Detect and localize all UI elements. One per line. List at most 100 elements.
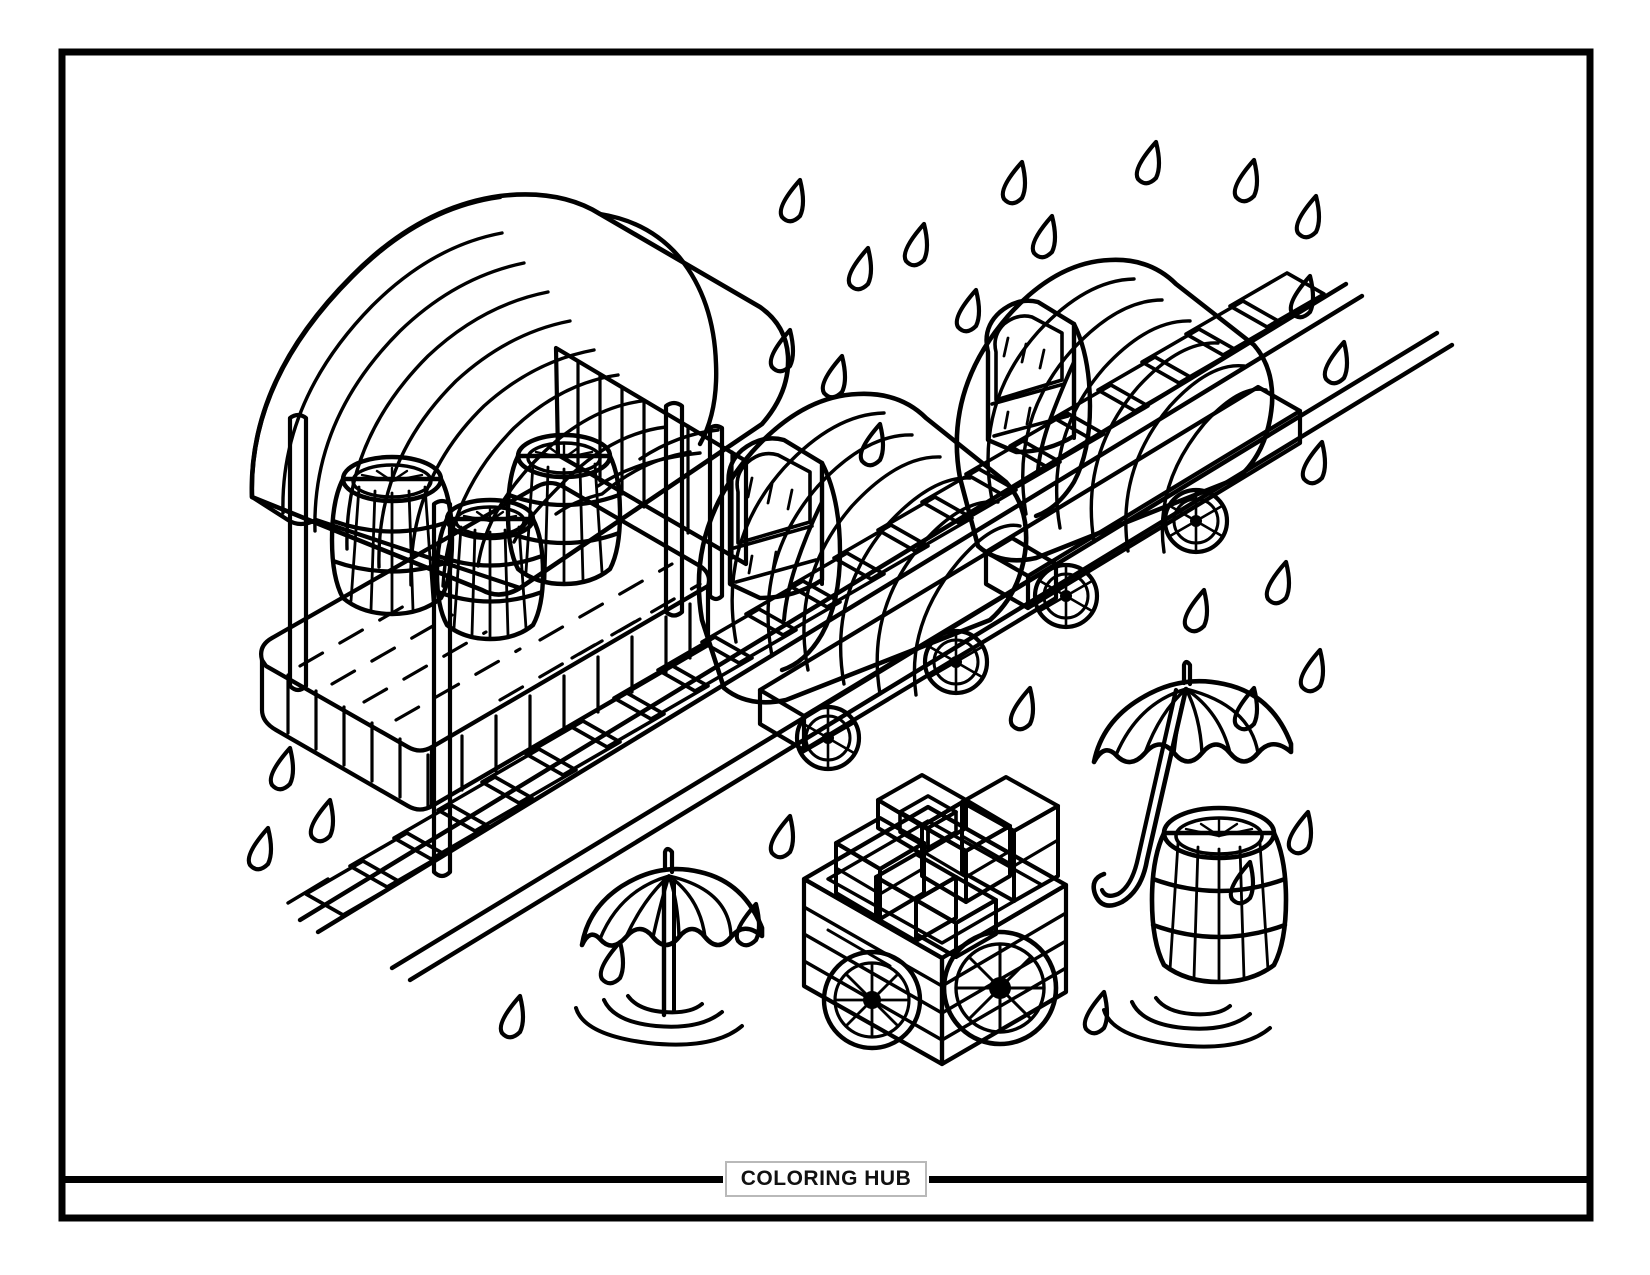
cart-wheel-front	[941, 929, 1059, 1047]
ground-barrel	[1149, 805, 1289, 985]
puddle-right	[1102, 996, 1272, 1049]
post-back-left	[663, 400, 685, 618]
barrel-hoop-upper	[330, 518, 454, 534]
platform-barrel-1	[329, 454, 455, 617]
raindrop	[1082, 989, 1110, 1036]
barrel-hoop-lower	[506, 530, 622, 546]
shelter-posts	[287, 400, 725, 879]
raindrop	[1030, 213, 1058, 260]
raindrop	[1286, 809, 1314, 856]
roof-end-arch	[597, 211, 719, 447]
barrel-inner-spokes	[534, 443, 594, 460]
raindrops	[246, 139, 1350, 1040]
umbrella-finial	[662, 846, 675, 875]
raindrop	[1000, 159, 1028, 206]
shelter-roof	[249, 192, 791, 597]
cart-right-face	[939, 882, 1069, 1067]
umbrella-finial	[1181, 659, 1193, 687]
barrel-hoop-upper	[506, 492, 622, 508]
raindrop	[1322, 339, 1350, 386]
barrel-staves	[1168, 841, 1270, 983]
raindrop	[1264, 559, 1292, 606]
window-divider	[990, 382, 1066, 406]
rear-canvas-shell	[954, 257, 1275, 563]
raindrop	[846, 245, 874, 292]
raindrop	[902, 221, 930, 268]
raindrop	[1232, 157, 1260, 204]
front-car-wheels	[794, 628, 990, 772]
window-tick-marks	[746, 476, 794, 575]
roof-soffit	[249, 494, 523, 591]
raindrop	[1182, 587, 1210, 634]
barrel-inner-spokes	[1184, 817, 1254, 838]
cargo-cart	[801, 773, 1069, 1067]
rear-car-face	[984, 298, 1093, 519]
window-upper	[993, 314, 1064, 402]
raindrop	[1288, 273, 1316, 320]
cart-wheel-rear	[821, 949, 923, 1051]
window-tick-marks	[1002, 336, 1046, 430]
wheel	[1032, 562, 1100, 630]
raindrop	[598, 939, 626, 986]
barrel-staves	[452, 525, 528, 640]
window-divider	[732, 524, 814, 550]
raindrop	[1228, 859, 1256, 906]
window-lower-line	[992, 414, 1070, 438]
platform-brick-lines	[286, 602, 692, 808]
umbrella-shaft-second	[1099, 687, 1179, 898]
roof-leading-edge	[249, 194, 503, 500]
wheel	[1162, 487, 1230, 555]
platform-barrels	[329, 432, 623, 642]
face-outline	[984, 298, 1077, 455]
post-front-left	[287, 412, 309, 693]
raindrop	[1232, 685, 1260, 732]
front-car-chassis	[757, 535, 1059, 753]
raindrop	[1134, 139, 1162, 186]
raindrop	[498, 993, 526, 1040]
barrel-hoop-upper	[1150, 876, 1288, 894]
cart-plank-dash	[826, 928, 892, 968]
front-canvas-ribs	[730, 411, 1022, 697]
platform-plank-dashes	[298, 562, 702, 722]
raindrop	[820, 353, 848, 400]
barrel-hoop-upper	[435, 553, 545, 568]
raindrop	[1300, 439, 1328, 486]
platform-barrel-2	[434, 497, 546, 642]
platform-barrel-3	[505, 432, 623, 587]
platform-face	[259, 583, 711, 812]
track-stub	[286, 877, 330, 905]
face-cowl-inner	[1036, 360, 1076, 472]
face-cowl	[1033, 321, 1093, 519]
cart-rim-inner	[826, 819, 1044, 945]
barrel-inner-spokes	[360, 466, 424, 483]
barrel-hoop-lower	[435, 589, 545, 604]
barrel-hoop-lower	[1150, 922, 1288, 940]
front-canvas-shell	[696, 391, 1029, 705]
cargo-crates	[834, 773, 1060, 959]
face-outline	[726, 436, 825, 601]
rear-car-wheels	[1032, 487, 1230, 630]
window-lower-line	[734, 558, 818, 584]
page-border	[58, 48, 1594, 1222]
raindrop	[858, 421, 886, 468]
post-front-right	[431, 498, 453, 879]
wheel	[794, 704, 862, 772]
puddle-left	[574, 994, 744, 1047]
raindrop	[308, 797, 336, 844]
front-car-face	[726, 436, 843, 673]
raindrop	[768, 327, 796, 374]
face-cowl-inner	[782, 500, 824, 622]
raindrop	[1294, 193, 1322, 240]
face-cowl	[779, 460, 843, 673]
raindrop	[734, 901, 762, 948]
umbrella-canopy	[1091, 678, 1294, 765]
rear-canvas-ribs	[986, 277, 1268, 554]
window-upper	[735, 451, 812, 545]
umbrella-right	[1091, 659, 1294, 908]
umbrella-shaft-handle	[1091, 686, 1189, 908]
train-car-rear	[954, 257, 1303, 630]
raindrop	[1008, 685, 1036, 732]
